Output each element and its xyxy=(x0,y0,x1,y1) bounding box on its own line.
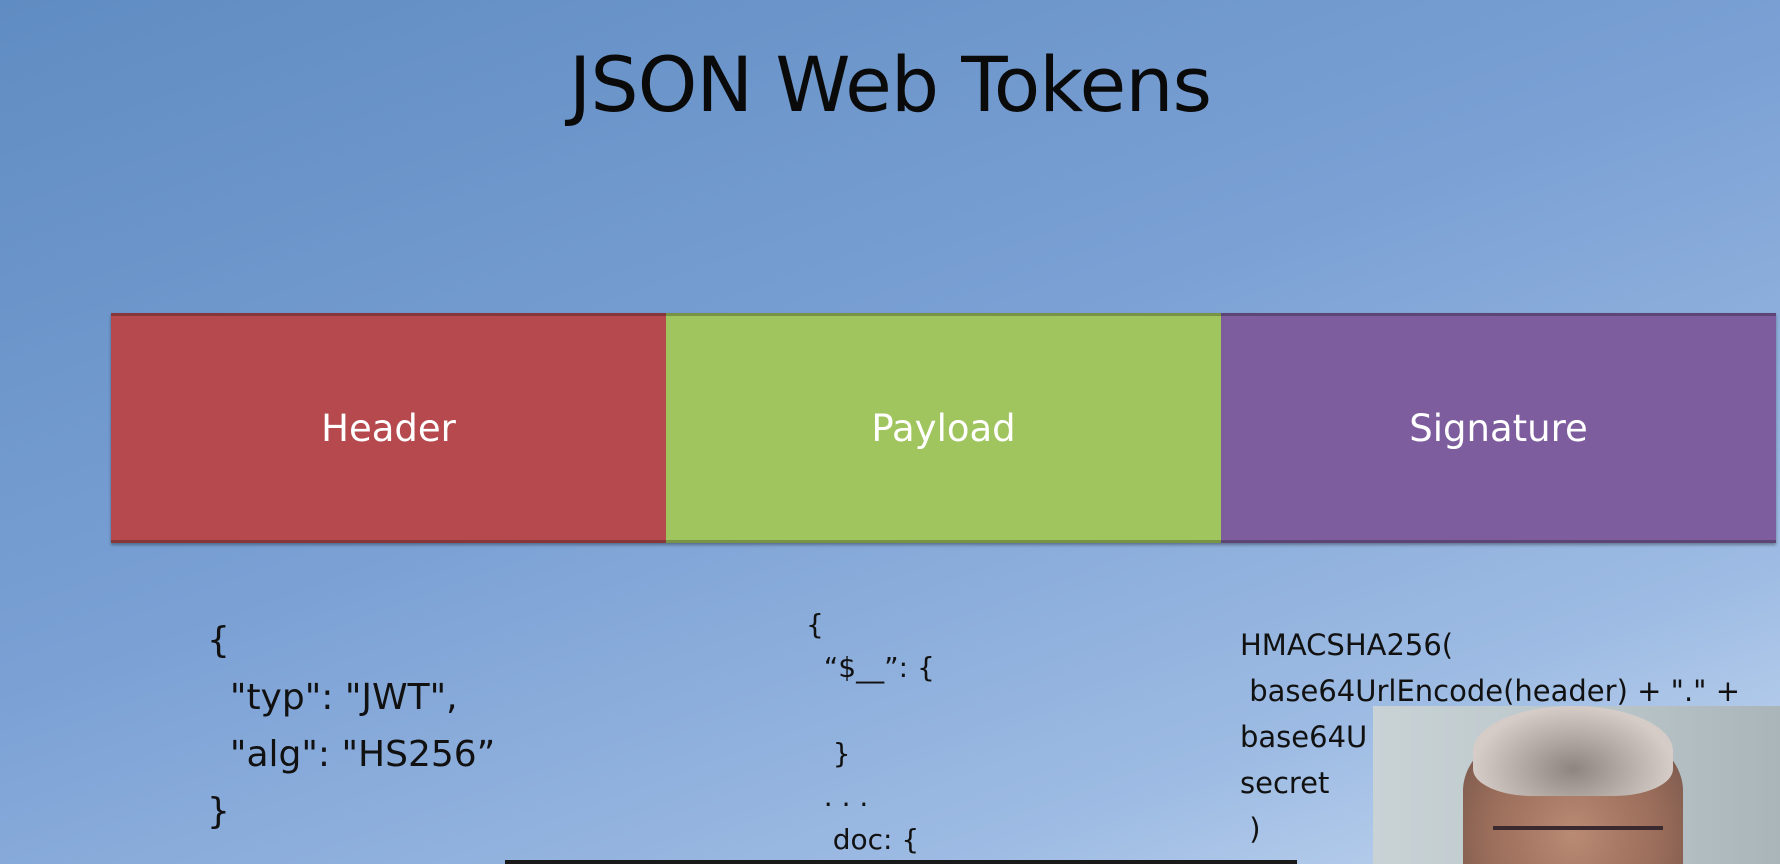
slide-title: JSON Web Tokens xyxy=(568,40,1212,129)
code-line: { xyxy=(207,620,230,661)
code-line: base64U xyxy=(1240,720,1368,754)
code-line: . . . xyxy=(806,780,869,813)
code-line: } xyxy=(207,791,230,832)
code-line: “$__”: { xyxy=(806,651,935,684)
payload-segment: Payload xyxy=(666,313,1221,543)
code-line xyxy=(806,689,935,732)
code-line: HMACSHA256( xyxy=(1240,628,1454,662)
subtitle-bar xyxy=(505,860,1297,864)
code-line: { xyxy=(806,608,824,641)
signature-code: HMACSHA256( base64UrlEncode(header) + ".… xyxy=(1240,622,1740,852)
code-line: "typ": "JWT", xyxy=(207,677,458,718)
code-line: secret xyxy=(1240,766,1330,800)
code-line: base64UrlEncode(header) + "." + xyxy=(1240,674,1741,708)
header-segment: Header xyxy=(111,313,666,543)
code-line: } xyxy=(806,737,851,770)
code-line: ) xyxy=(1240,812,1261,846)
presenter-hair xyxy=(1473,706,1673,796)
code-line: doc: { xyxy=(806,823,920,856)
header-code: { "typ": "JWT", "alg": "HS256”} xyxy=(207,612,495,840)
code-line: "alg": "HS256” xyxy=(207,734,496,775)
presenter-webcam xyxy=(1373,706,1780,864)
jwt-structure-bar: Header Payload Signature xyxy=(111,313,1776,543)
presenter-glasses xyxy=(1493,826,1663,864)
signature-segment: Signature xyxy=(1221,313,1776,543)
payload-code: { “$__”: { } . . . doc: { xyxy=(806,603,935,861)
